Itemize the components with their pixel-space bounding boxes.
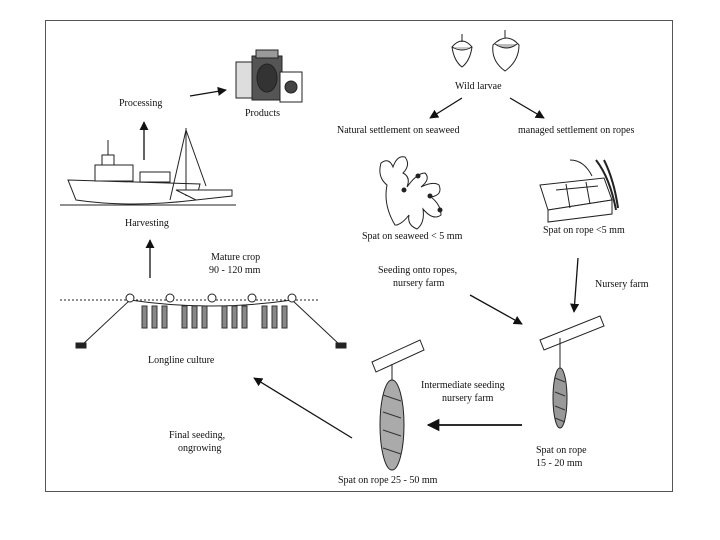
label-nursery-farm: Nursery farm bbox=[595, 279, 649, 290]
label-final-seeding-2: ongrowing bbox=[178, 443, 222, 454]
label-spat-on-rope-small: Spat on rope <5 mm bbox=[543, 225, 625, 236]
label-mature-crop-1: Mature crop bbox=[211, 252, 261, 263]
arrow-larvae-to-ropes bbox=[509, 97, 545, 119]
label-spat-on-seaweed: Spat on seaweed < 5 mm bbox=[362, 231, 463, 242]
products-illustration bbox=[235, 49, 303, 103]
rope-spat-large-illustration bbox=[371, 339, 425, 471]
label-spat-on-rope-large: Spat on rope 25 - 50 mm bbox=[338, 475, 438, 486]
label-products: Products bbox=[245, 108, 280, 119]
arrow-seeding-to-rope bbox=[469, 294, 523, 325]
label-mature-crop-2: 90 - 120 mm bbox=[209, 265, 261, 276]
arrow-processing-to-products bbox=[189, 86, 227, 97]
fishing-boat-illustration bbox=[60, 128, 236, 206]
label-wild-larvae: Wild larvae bbox=[455, 81, 502, 92]
label-managed-settlement: managed settlement on ropes bbox=[518, 125, 635, 136]
seaweed-illustration bbox=[379, 156, 443, 230]
label-seeding-onto-ropes-1: Seeding onto ropes, bbox=[378, 265, 458, 276]
longline-illustration bbox=[60, 293, 347, 349]
arrow-larvae-to-seaweed bbox=[429, 97, 463, 119]
arrow-nursery-to-rope bbox=[570, 257, 580, 313]
rope-spat-mid-illustration bbox=[539, 315, 605, 429]
label-intermediate-seeding-1: Intermediate seeding bbox=[421, 380, 505, 391]
arrow-final-seeding bbox=[253, 377, 353, 439]
spat-crate-illustration bbox=[539, 159, 619, 223]
label-processing: Processing bbox=[119, 98, 163, 109]
label-seeding-onto-ropes-2: nursery farm bbox=[393, 278, 445, 289]
label-spat-on-rope-mid-1: Spat on rope bbox=[536, 445, 587, 456]
mussel-larvae-illustration bbox=[451, 30, 520, 72]
label-intermediate-seeding-2: nursery farm bbox=[442, 393, 494, 404]
label-harvesting: Harvesting bbox=[125, 218, 169, 229]
label-longline-culture: Longline culture bbox=[148, 355, 215, 366]
label-spat-on-rope-mid-2: 15 - 20 mm bbox=[536, 458, 583, 469]
diagram-frame bbox=[45, 20, 673, 492]
label-final-seeding-1: Final seeding, bbox=[169, 430, 226, 441]
label-natural-settlement: Natural settlement on seaweed bbox=[337, 125, 460, 136]
